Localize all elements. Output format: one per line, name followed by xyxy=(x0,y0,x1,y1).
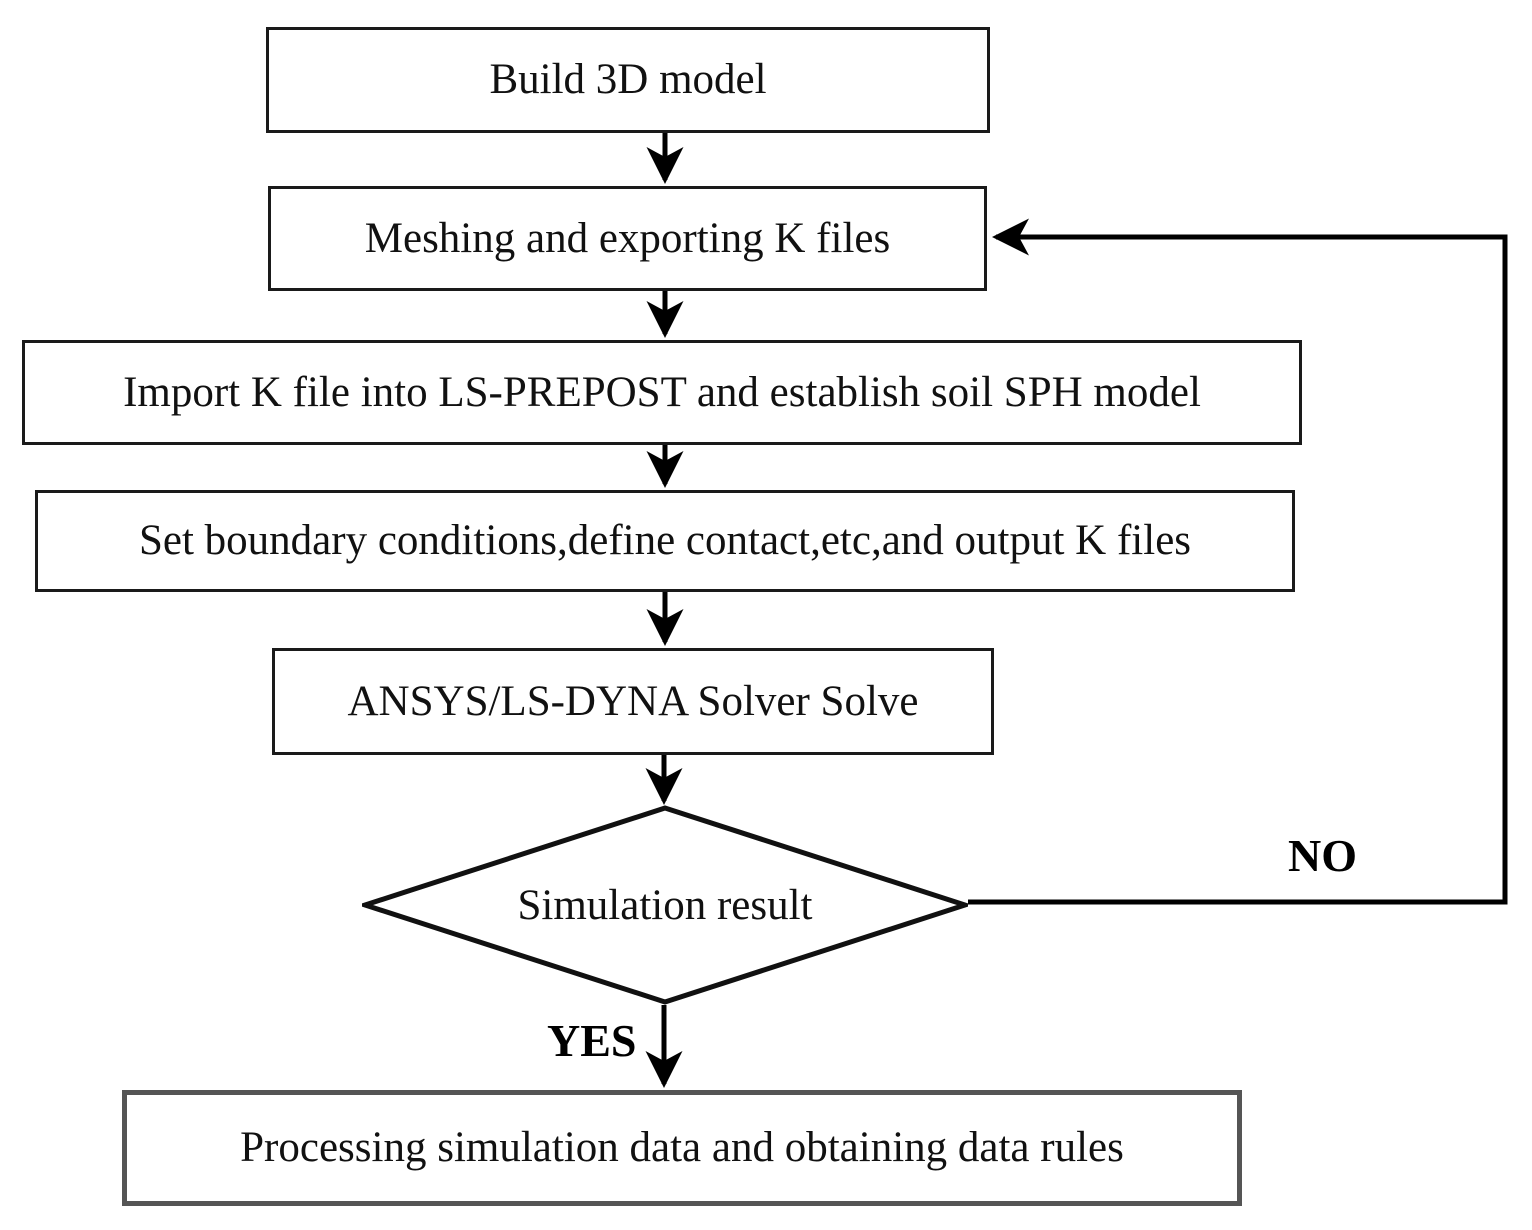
node-set-boundary-conditions[interactable]: Set boundary conditions,define contact,e… xyxy=(35,490,1295,592)
edge-label-no: NO xyxy=(1288,830,1357,881)
decision-diamond-shape xyxy=(362,805,968,1005)
node-import-k-file-lsprepost[interactable]: Import K file into LS-PREPOST and establ… xyxy=(22,340,1302,445)
node-simulation-result[interactable]: Simulation result xyxy=(362,805,968,1005)
node-processing-simulation-data[interactable]: Processing simulation data and obtaining… xyxy=(122,1090,1242,1206)
edge-label-yes: YES xyxy=(547,1015,637,1066)
node-meshing-exporting-k-files[interactable]: Meshing and exporting K files xyxy=(268,186,987,291)
node-ansys-lsdyna-solver[interactable]: ANSYS/LS-DYNA Solver Solve xyxy=(272,648,994,755)
node-label: Build 3D model xyxy=(489,56,767,104)
node-label: Meshing and exporting K files xyxy=(364,214,891,262)
node-label: ANSYS/LS-DYNA Solver Solve xyxy=(347,677,919,725)
node-label: Set boundary conditions,define contact,e… xyxy=(138,517,1192,565)
node-label: Import K file into LS-PREPOST and establ… xyxy=(123,368,1201,416)
node-build-3d-model[interactable]: Build 3D model xyxy=(266,27,990,133)
node-label: Processing simulation data and obtaining… xyxy=(240,1124,1124,1172)
node-label: Simulation result xyxy=(517,881,813,929)
